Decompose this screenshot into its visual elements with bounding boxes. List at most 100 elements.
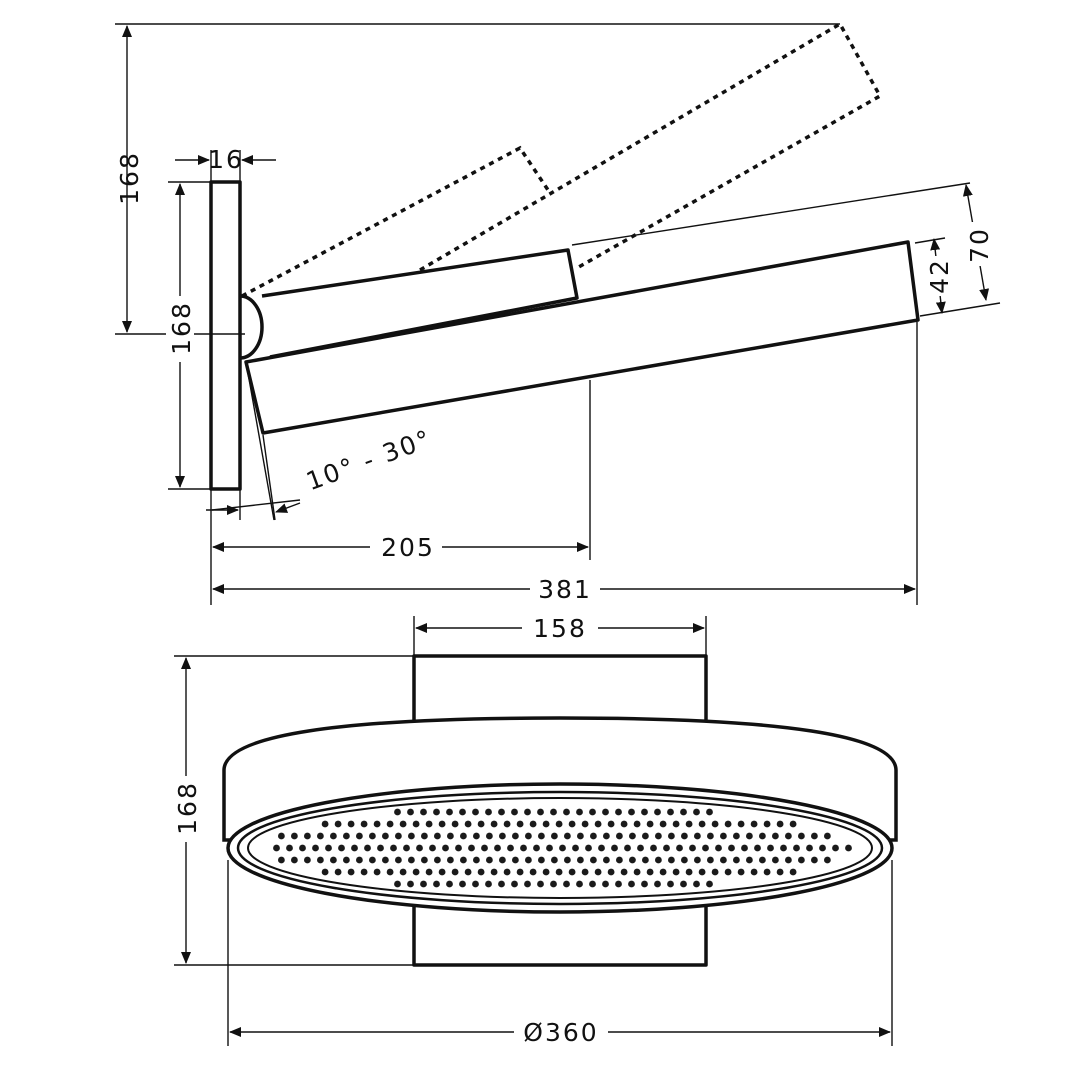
dim-head-thickness-label: 42: [925, 258, 954, 294]
nozzle: [564, 832, 571, 840]
nozzle: [304, 856, 311, 864]
shower-disc-rim-inner: [236, 790, 884, 906]
nozzle: [477, 820, 485, 828]
nozzle: [602, 808, 609, 816]
nozzle: [394, 808, 401, 816]
nozzle: [420, 808, 427, 816]
nozzle: [459, 880, 466, 888]
nozzle: [438, 868, 446, 876]
dim-head-height-label: 70: [965, 227, 994, 263]
nozzle: [655, 856, 662, 864]
nozzle: [746, 832, 753, 840]
nozzle: [421, 832, 428, 840]
nozzle: [433, 880, 440, 888]
nozzle: [581, 868, 589, 876]
nozzle: [568, 820, 576, 828]
nozzle: [460, 832, 467, 840]
dim-angle-arrow: [275, 502, 301, 513]
nozzle: [299, 844, 306, 852]
nozzle: [737, 868, 745, 876]
nozzle: [472, 880, 479, 888]
dim-arm-length-label: 205: [381, 533, 435, 562]
nozzle: [576, 880, 583, 888]
nozzle-pattern: [273, 808, 852, 888]
nozzle: [685, 820, 693, 828]
nozzle: [615, 808, 622, 816]
nozzle: [278, 832, 285, 840]
nozzle: [278, 856, 285, 864]
nozzle: [447, 832, 454, 840]
nozzle: [776, 868, 784, 876]
nozzle: [330, 856, 337, 864]
nozzle: [512, 832, 519, 840]
nozzle: [646, 868, 654, 876]
nozzle: [485, 808, 492, 816]
nozzle-face: [247, 797, 873, 899]
nozzle: [382, 832, 389, 840]
nozzle: [772, 856, 779, 864]
nozzle: [637, 844, 644, 852]
nozzle: [446, 808, 453, 816]
nozzle: [464, 868, 472, 876]
nozzle: [824, 832, 831, 840]
nozzle: [693, 880, 700, 888]
nozzle: [390, 844, 397, 852]
nozzle: [373, 868, 381, 876]
dim-plate-height-label: 168: [167, 301, 196, 355]
nozzle: [360, 820, 368, 828]
nozzle: [338, 844, 345, 852]
nozzle: [654, 880, 661, 888]
nozzle: [529, 820, 537, 828]
nozzle: [659, 820, 667, 828]
nozzle: [516, 868, 524, 876]
nozzle: [304, 832, 311, 840]
nozzle: [551, 856, 558, 864]
nozzle: [603, 856, 610, 864]
nozzle: [416, 844, 423, 852]
nozzle: [798, 832, 805, 840]
nozzle: [386, 820, 394, 828]
nozzle: [421, 856, 428, 864]
nozzle: [611, 844, 618, 852]
nozzle: [642, 832, 649, 840]
nozzle: [468, 844, 475, 852]
nozzle: [433, 808, 440, 816]
nozzle: [676, 844, 683, 852]
nozzle: [628, 808, 635, 816]
nozzle: [412, 820, 420, 828]
nozzle: [759, 832, 766, 840]
nozzle: [451, 820, 459, 828]
nozzle: [629, 832, 636, 840]
nozzle: [589, 880, 596, 888]
nozzle: [616, 832, 623, 840]
nozzle: [793, 844, 800, 852]
shower-head: [244, 240, 920, 435]
nozzle: [667, 808, 674, 816]
nozzle: [407, 808, 414, 816]
nozzle: [477, 868, 485, 876]
ext-line: [914, 237, 946, 244]
nozzle: [602, 880, 609, 888]
nozzle: [420, 880, 427, 888]
nozzle: [806, 844, 813, 852]
nozzle: [750, 820, 758, 828]
nozzle: [689, 844, 696, 852]
nozzle: [286, 844, 293, 852]
nozzle: [832, 844, 839, 852]
nozzle: [494, 844, 501, 852]
nozzle: [668, 832, 675, 840]
nozzle: [499, 832, 506, 840]
nozzle: [789, 868, 797, 876]
nozzle: [438, 820, 446, 828]
nozzle: [733, 832, 740, 840]
nozzle: [377, 844, 384, 852]
nozzle: [559, 844, 566, 852]
nozzle: [702, 844, 709, 852]
nozzle: [824, 856, 831, 864]
nozzle: [680, 808, 687, 816]
nozzle: [512, 856, 519, 864]
nozzle: [811, 832, 818, 840]
dim-flange-width-label: 158: [533, 614, 587, 643]
ext-line: [919, 302, 1001, 317]
nozzle: [434, 856, 441, 864]
